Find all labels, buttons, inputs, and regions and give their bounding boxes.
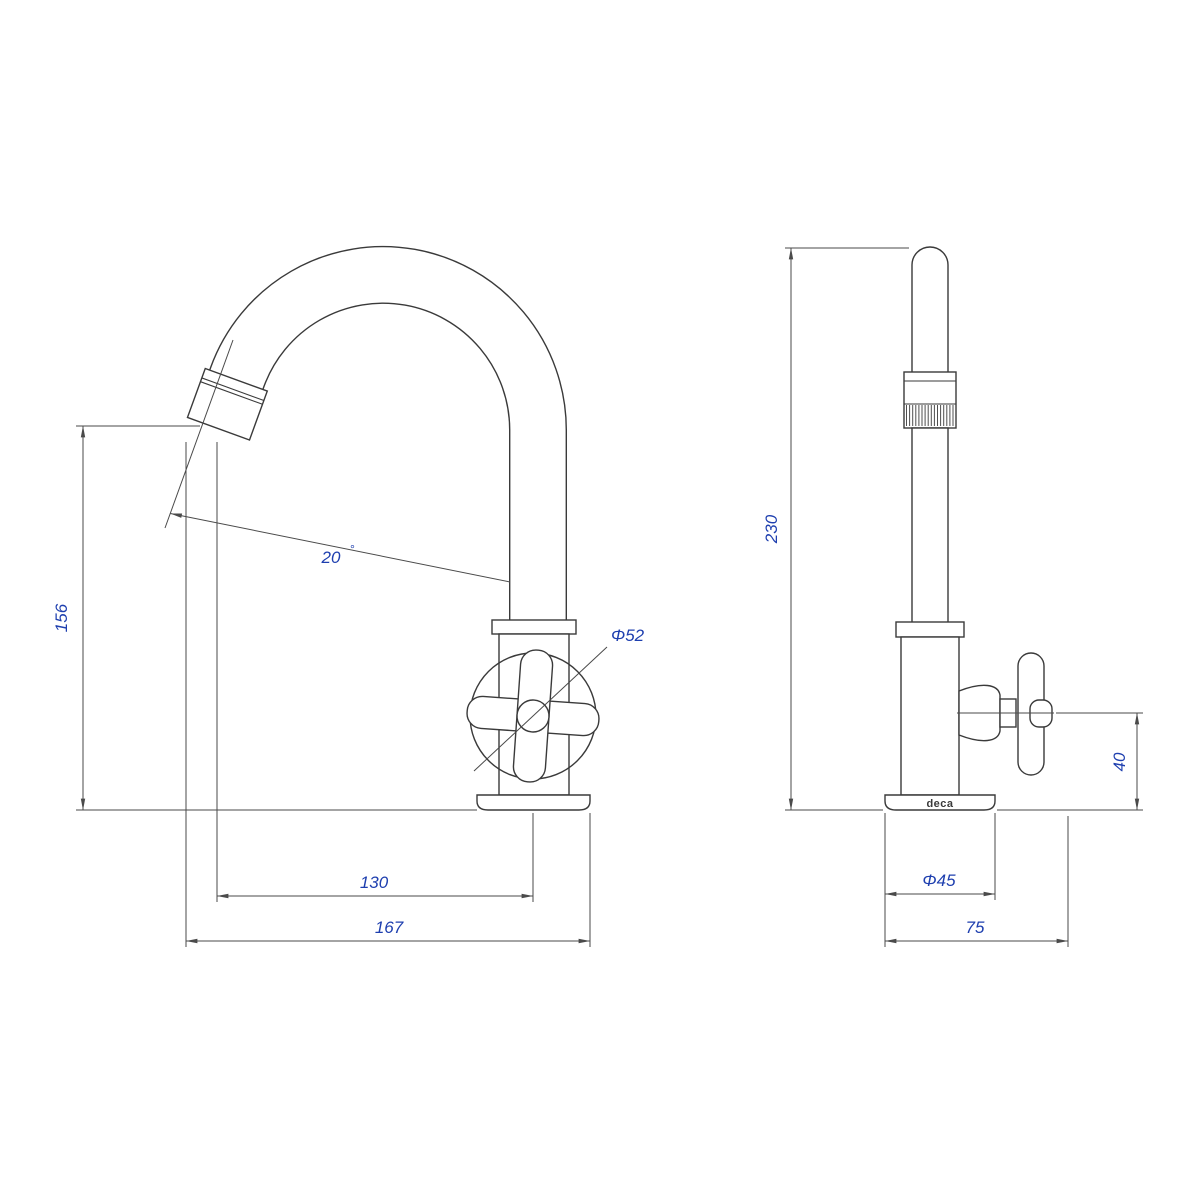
spout-angle-label: 20 — [321, 548, 341, 567]
spout-reach-label: 130 — [360, 873, 389, 892]
dimension-handle-diameter: Φ52 — [473, 626, 645, 772]
dimension-total-height: 230 — [762, 247, 909, 811]
dimension-spout-height: 156 — [52, 425, 477, 811]
base-diameter-label: Φ45 — [922, 871, 956, 890]
spout-angle-unit: ° — [350, 542, 355, 556]
depth-label: 75 — [966, 918, 985, 937]
front-view: deca 230 40 Φ45 — [762, 246, 1143, 947]
spout-height-label: 156 — [52, 603, 71, 632]
body-flange-front — [895, 621, 965, 638]
dimension-spout-reach: 130 — [216, 442, 534, 902]
angle-arc — [170, 513, 511, 583]
brand-label: deca — [926, 798, 953, 810]
handle-diameter-leader-line — [473, 646, 608, 772]
handle-profile — [957, 652, 1054, 776]
handle-diameter-label: Φ52 — [611, 626, 645, 645]
handle-center-height-label: 40 — [1110, 752, 1129, 771]
total-reach-label: 167 — [375, 918, 404, 937]
spout-angle-annotation: 20 ° — [164, 339, 511, 583]
aerator-ring-front — [903, 371, 957, 429]
faucet-body-front — [895, 621, 965, 796]
total-height-label: 230 — [762, 514, 781, 544]
dimension-total-reach: 167 — [185, 442, 591, 947]
angle-ray-line — [164, 339, 234, 529]
body-column-front — [900, 636, 960, 796]
base-plate-side — [476, 794, 591, 811]
gooseneck-spout — [205, 245, 567, 642]
spout-aerator — [186, 367, 269, 441]
spout-tube-upper — [911, 246, 949, 376]
body-flange-side — [491, 619, 577, 635]
dimension-base-diameter: Φ45 — [884, 813, 996, 947]
dimension-handle-center-height: 40 — [997, 712, 1143, 811]
base-plate-front: deca — [884, 794, 996, 811]
side-view: 20 ° Φ52 — [52, 245, 645, 947]
spout-tube-lower — [911, 427, 949, 625]
dimension-depth: 75 — [884, 816, 1069, 947]
